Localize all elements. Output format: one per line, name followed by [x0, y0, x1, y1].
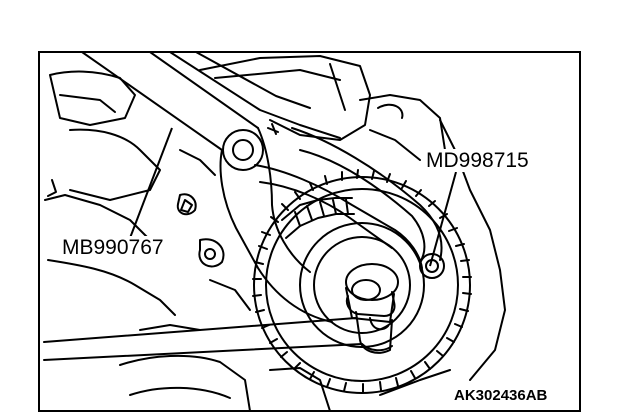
leader-lines	[129, 127, 457, 267]
leader-md998715	[429, 171, 457, 267]
socket-wrench	[43, 291, 396, 361]
sprocket-bolt	[345, 263, 399, 323]
label-mb990767: MB990767	[60, 236, 166, 259]
holding-tool-mb990767	[81, 52, 423, 323]
block-bolts	[47, 179, 216, 260]
label-md998715: MD998715	[424, 149, 531, 172]
pin-tool-md998715	[169, 52, 445, 279]
leader-mb990767	[129, 127, 173, 239]
figure-code: AK302436AB	[454, 387, 548, 404]
